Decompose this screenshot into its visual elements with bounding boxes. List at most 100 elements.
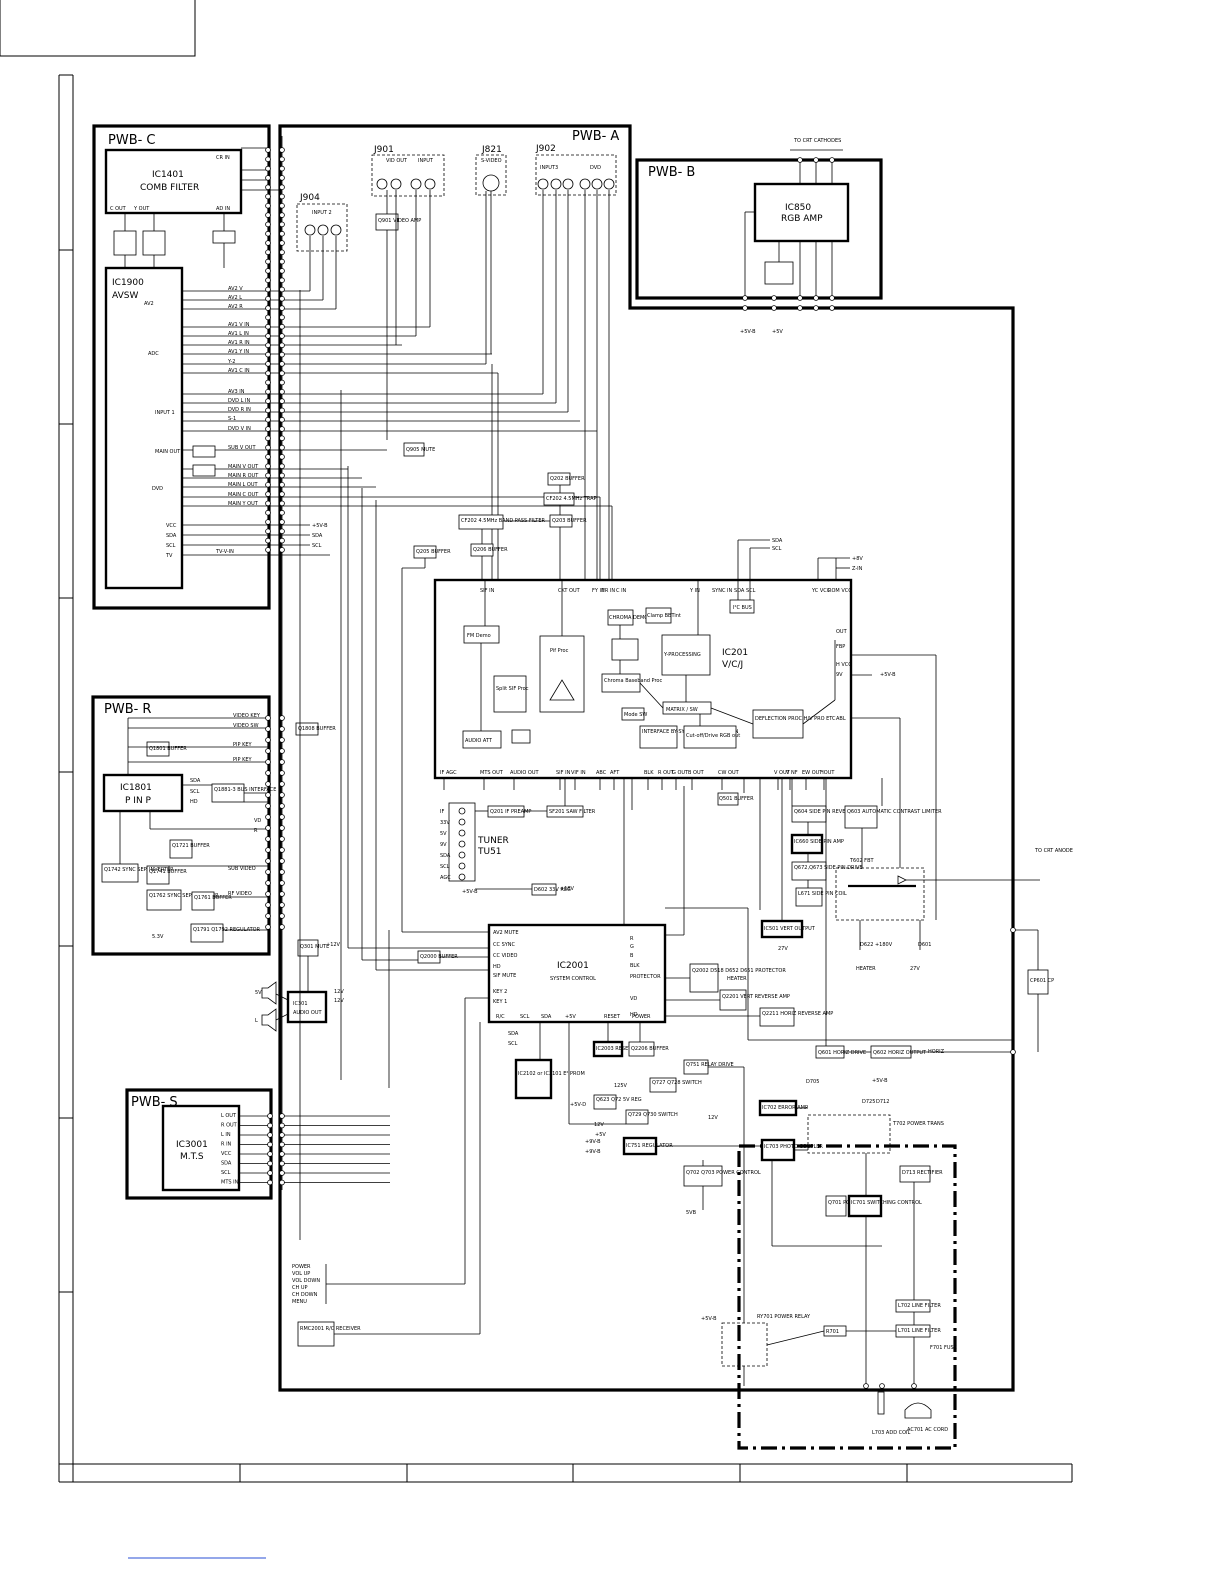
v12b-text: 12V xyxy=(594,1122,604,1128)
q1801-box xyxy=(146,741,170,757)
ic1401-crin: CR IN xyxy=(216,155,230,161)
speaker-left-icon xyxy=(261,981,277,1005)
tuner-pin-0: IF xyxy=(440,809,444,815)
j904-jack-2[interactable] xyxy=(317,224,329,236)
split-sif-label: Split SIF Proc xyxy=(496,686,529,692)
speaker-l-text: 5V xyxy=(255,990,262,996)
pwb-b-zin: +5V-B xyxy=(740,329,756,335)
mts-signal-4: VCC xyxy=(221,1151,232,1157)
ic201-bottom-pin-9: G OUT xyxy=(672,770,689,776)
tuner-pin-5: SCL xyxy=(440,864,450,870)
j904-label: J904 xyxy=(299,193,320,203)
q2002-box xyxy=(689,963,719,993)
j901-jack-3[interactable] xyxy=(410,178,422,190)
clamp-bbt-label: Clamp BBTint xyxy=(647,613,681,619)
q1721-label: Q1721 BUFFER xyxy=(172,843,210,849)
q603-box xyxy=(844,805,878,829)
key-4: CH DOWN xyxy=(292,1292,318,1298)
j821-label: J821 xyxy=(481,145,502,155)
clamp-bbt-box xyxy=(645,607,672,624)
cf201-label: CF202 4.5MHz TRAP xyxy=(546,496,597,502)
cf202-label: CF202 4.5MHz BAND PASS FILTER xyxy=(461,518,545,524)
i2c-bus-box xyxy=(729,599,755,614)
avsw-signal-12: S-1 xyxy=(228,416,236,422)
ic2001-left-pin-6: KEY 1 xyxy=(493,999,507,1005)
avsw-signal-9: AV3 IN xyxy=(228,389,245,395)
att-volume-box xyxy=(511,729,531,744)
avsw-signal-19: MAIN Y OUT xyxy=(228,501,259,507)
cp601-label: CP601 CP xyxy=(1030,978,1054,984)
mts-signal-0: L OUT xyxy=(221,1113,237,1119)
tuner-pin-3: 9V xyxy=(440,842,447,848)
j904-jack-3[interactable] xyxy=(330,224,342,236)
q1761-label: Q1761 BUFFER xyxy=(194,895,232,901)
j902-dvd: DVD xyxy=(590,165,601,171)
j902-jack-1[interactable] xyxy=(537,178,549,190)
q1762-label: Q1762 SYNC SEP. INVERTER xyxy=(149,893,219,899)
ic850-box xyxy=(753,182,850,243)
page-frame xyxy=(0,0,1073,1559)
avsw-vcc: VCC xyxy=(166,523,177,529)
ic201-top-pin-0: SIF IN xyxy=(480,588,495,594)
pip-signal-3: PIP KEY xyxy=(233,757,253,763)
q1808-box xyxy=(295,722,319,736)
audio-12v-text: +12V xyxy=(326,942,341,948)
j902-jack-5[interactable] xyxy=(591,178,603,190)
q205-label: Q205 BUFFER xyxy=(416,549,451,555)
d602-box xyxy=(531,883,557,896)
j902-jack-6[interactable] xyxy=(603,178,615,190)
heater-text-2: HEATER xyxy=(856,966,876,972)
j901-jack-1[interactable] xyxy=(376,178,388,190)
d602-label: D602 33V REG xyxy=(534,887,571,893)
pip-rfvideo: RF VIDEO xyxy=(228,891,252,897)
ic301-func: AUDIO OUT xyxy=(293,1010,323,1016)
d725-text: D725 xyxy=(862,1099,875,1105)
q2206-box xyxy=(628,1041,655,1057)
ic201-8v-text: Z-IN xyxy=(852,566,863,572)
q201-label: Q201 IF PREAMP xyxy=(490,809,531,815)
ic201-top-pin-2: FY IN xyxy=(592,588,605,594)
pwb-b-outline xyxy=(635,158,883,300)
j902-jack-3[interactable] xyxy=(562,178,574,190)
ac-plug-icon xyxy=(904,1402,932,1419)
sf201-label: SF201 SAW FILTER xyxy=(549,809,596,815)
ic2001-right-pin-5: VD xyxy=(630,996,637,1002)
j901-input: INPUT xyxy=(418,158,434,164)
v9b2-text: +9V-B xyxy=(585,1149,601,1155)
cf202-box xyxy=(458,514,504,530)
avsw-signal-2: AV2 R xyxy=(228,304,243,310)
q729-label: Q729 Q730 SWITCH xyxy=(628,1112,678,1118)
avsw-signal-16: MAIN R OUT xyxy=(228,473,259,479)
q1741-box xyxy=(146,865,170,885)
f701-label: F701 FUSE xyxy=(930,1345,957,1351)
j901-jack-2[interactable] xyxy=(390,178,402,190)
horiz-text: HORIZ xyxy=(928,1049,945,1055)
d705-text: D705 xyxy=(806,1079,819,1085)
ic1801-name: IC1801 xyxy=(120,783,152,793)
ic201-right-pin-4: ABL xyxy=(836,716,846,722)
pip-adc: SDA xyxy=(190,778,201,784)
ic2001-right-pin-6: HD xyxy=(630,1012,638,1018)
mode-sw-label: Mode SW xyxy=(624,712,647,718)
svideo-jack[interactable] xyxy=(482,174,500,192)
j901-jack-4[interactable] xyxy=(424,178,436,190)
avsw-sda: SDA xyxy=(166,533,177,539)
ic660-label: IC660 SIDE PIN AMP xyxy=(794,839,844,845)
avsw-signal-5: AV1 R IN xyxy=(228,340,250,346)
j904-jack-1[interactable] xyxy=(304,224,316,236)
q729-box xyxy=(625,1109,649,1125)
chroma-demo-label: CHROMA DEMO xyxy=(609,615,648,621)
key-3: CH UP xyxy=(292,1285,308,1291)
j902-jack-2[interactable] xyxy=(550,178,562,190)
j902-jack-4[interactable] xyxy=(579,178,591,190)
pif-proc-box xyxy=(539,635,585,713)
pwb-r-outline xyxy=(91,695,271,956)
q1808-label: Q1808 BUFFER xyxy=(298,726,336,732)
ic2001-right-pin-0: R xyxy=(630,936,634,942)
q905-label: Q905 MUTE xyxy=(406,447,435,453)
ic3001-func: M.T.S xyxy=(180,1152,204,1162)
ic201-bottom-pin-12: V OUT xyxy=(774,770,791,776)
pip-5v3: 5.3V xyxy=(152,934,164,940)
q702-box xyxy=(683,1165,723,1187)
